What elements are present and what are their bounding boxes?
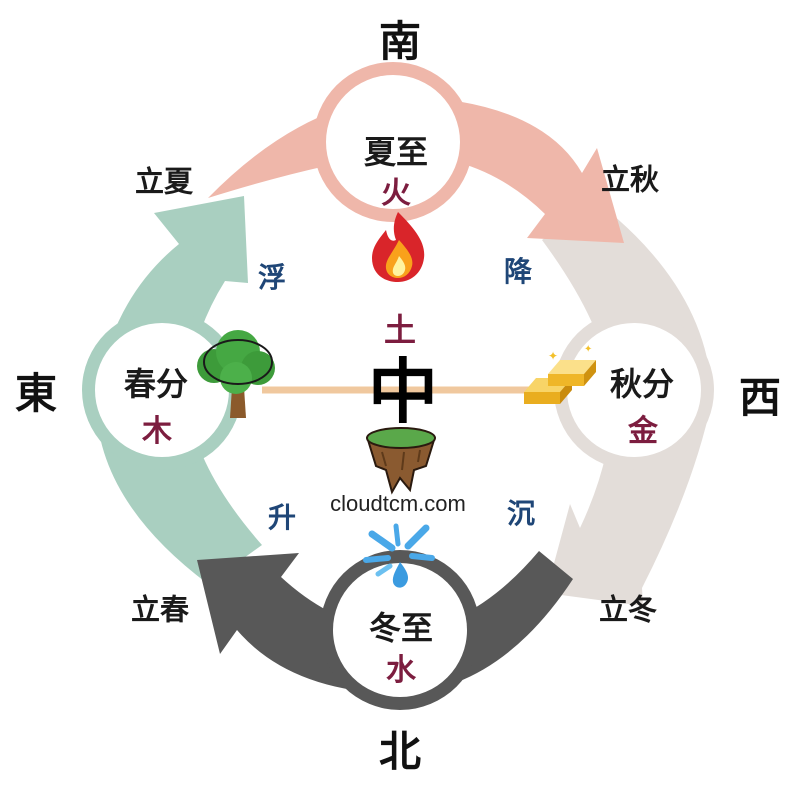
fire-icon <box>372 212 425 282</box>
winter-arc-arrow <box>197 551 573 694</box>
tree-icon <box>197 330 275 418</box>
water-splash-icon <box>363 523 435 588</box>
movement-descend: 降 <box>503 255 533 288</box>
season-summer-name: 夏至 <box>363 133 429 171</box>
term-start-winter: 立冬 <box>598 592 658 627</box>
season-spring-name: 春分 <box>123 365 189 403</box>
movement-sink: 沉 <box>506 497 536 530</box>
autumn-circle <box>554 310 714 470</box>
element-water: 水 <box>386 653 416 688</box>
direction-east: 東 <box>14 369 58 418</box>
movement-float: 浮 <box>257 261 287 294</box>
summer-arc-arrow <box>208 96 624 243</box>
season-autumn-name: 秋分 <box>609 365 675 403</box>
season-winter-name: 冬至 <box>368 609 434 647</box>
element-metal: 金 <box>628 414 658 449</box>
direction-south: 南 <box>378 17 422 66</box>
summer-circle <box>313 62 473 222</box>
winter-circle <box>320 550 480 710</box>
center-earth: 土 <box>383 311 417 349</box>
spring-circle <box>82 310 242 470</box>
center-label: 中 <box>368 351 438 433</box>
element-wood: 木 <box>142 414 172 449</box>
direction-north: 北 <box>378 727 422 776</box>
svg-text:✦: ✦ <box>584 344 592 355</box>
element-fire: 火 <box>381 176 411 211</box>
direction-west: 西 <box>738 373 782 422</box>
floating-earth-icon <box>366 427 436 495</box>
term-start-autumn: 立秋 <box>600 162 660 197</box>
term-start-summer: 立夏 <box>134 164 194 199</box>
movement-rise: 升 <box>267 501 297 534</box>
gold-bars-icon: ✦ ✦ <box>524 344 596 404</box>
website-watermark: cloudtcm.com <box>330 491 466 516</box>
svg-text:✦: ✦ <box>548 349 558 363</box>
term-start-spring: 立春 <box>130 592 190 627</box>
